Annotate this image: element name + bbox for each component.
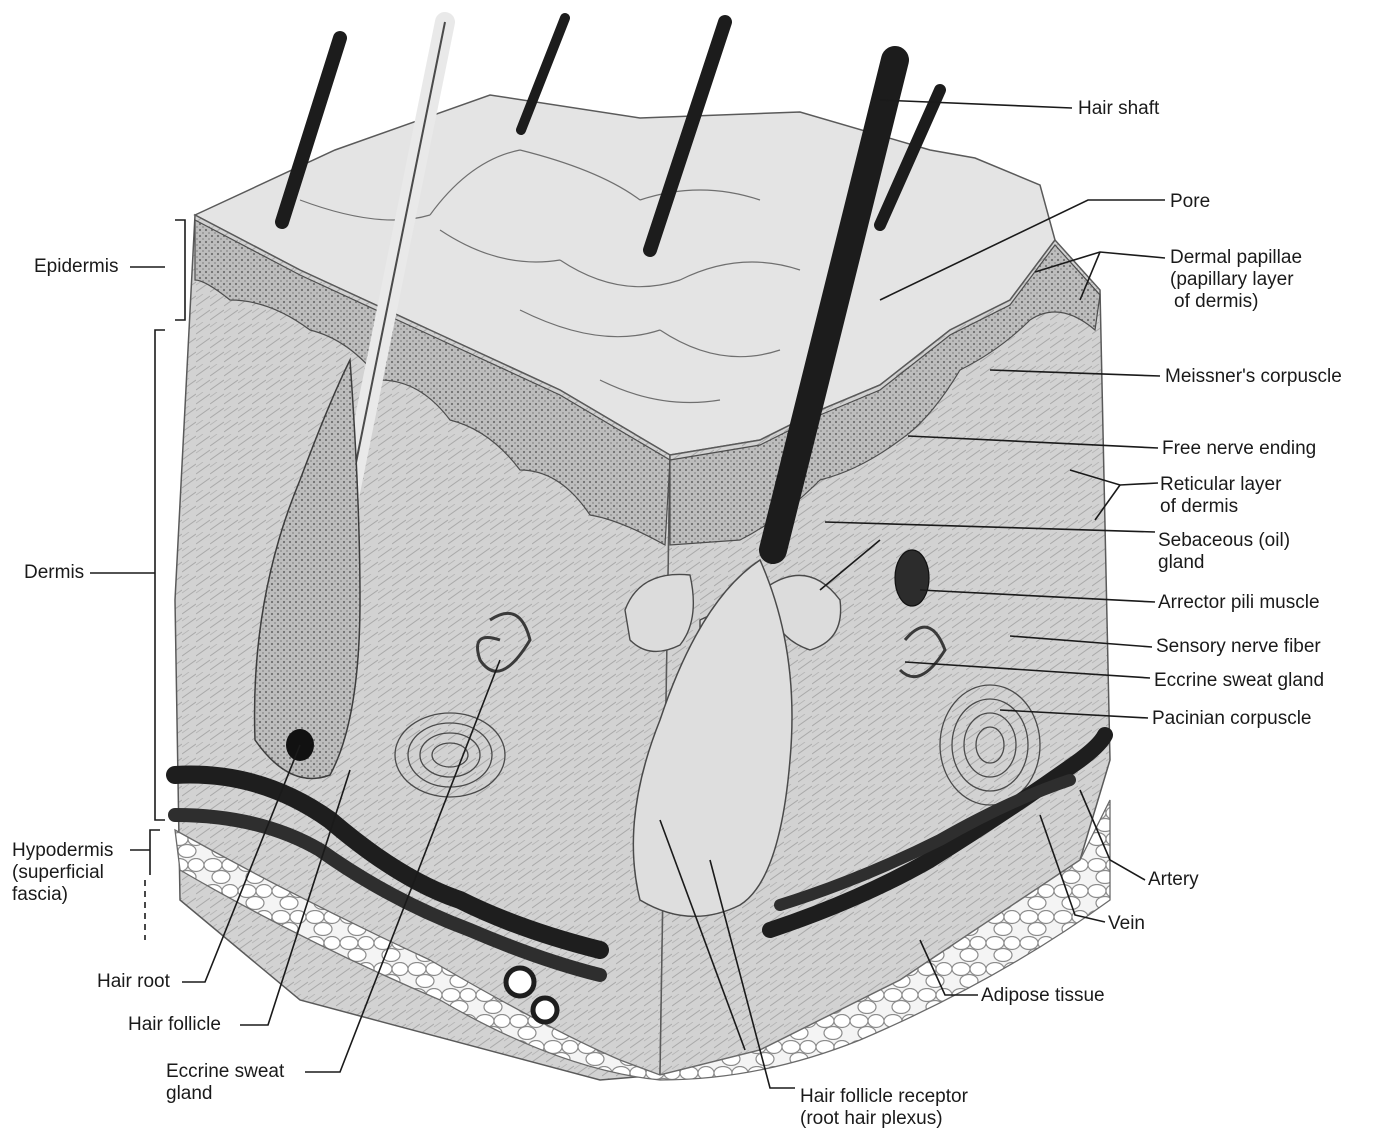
label-hair-shaft: Hair shaft xyxy=(1078,98,1159,120)
label-meissners-corpuscle: Meissner's corpuscle xyxy=(1165,366,1342,388)
label-hair-root: Hair root xyxy=(97,971,170,993)
label-free-nerve-ending: Free nerve ending xyxy=(1162,438,1316,460)
label-eccrine-sweat-gland-right: Eccrine sweat gland xyxy=(1154,670,1324,692)
label-sebaceous-gland: Sebaceous (oil)gland xyxy=(1158,530,1290,574)
label-pore: Pore xyxy=(1170,191,1210,213)
label-pacinian-corpuscle: Pacinian corpuscle xyxy=(1152,708,1311,730)
label-sensory-nerve-fiber: Sensory nerve fiber xyxy=(1156,636,1321,658)
arrector-pili-muscle xyxy=(895,550,929,606)
label-hair-follicle-receptor: Hair follicle receptor(root hair plexus) xyxy=(800,1086,968,1130)
label-adipose-tissue: Adipose tissue xyxy=(981,985,1105,1007)
label-dermis: Dermis xyxy=(24,562,84,584)
label-arrector-pili: Arrector pili muscle xyxy=(1158,592,1320,614)
label-artery: Artery xyxy=(1148,869,1199,891)
label-vein: Vein xyxy=(1108,913,1145,935)
label-epidermis: Epidermis xyxy=(34,256,118,278)
label-hair-follicle: Hair follicle xyxy=(128,1014,221,1036)
